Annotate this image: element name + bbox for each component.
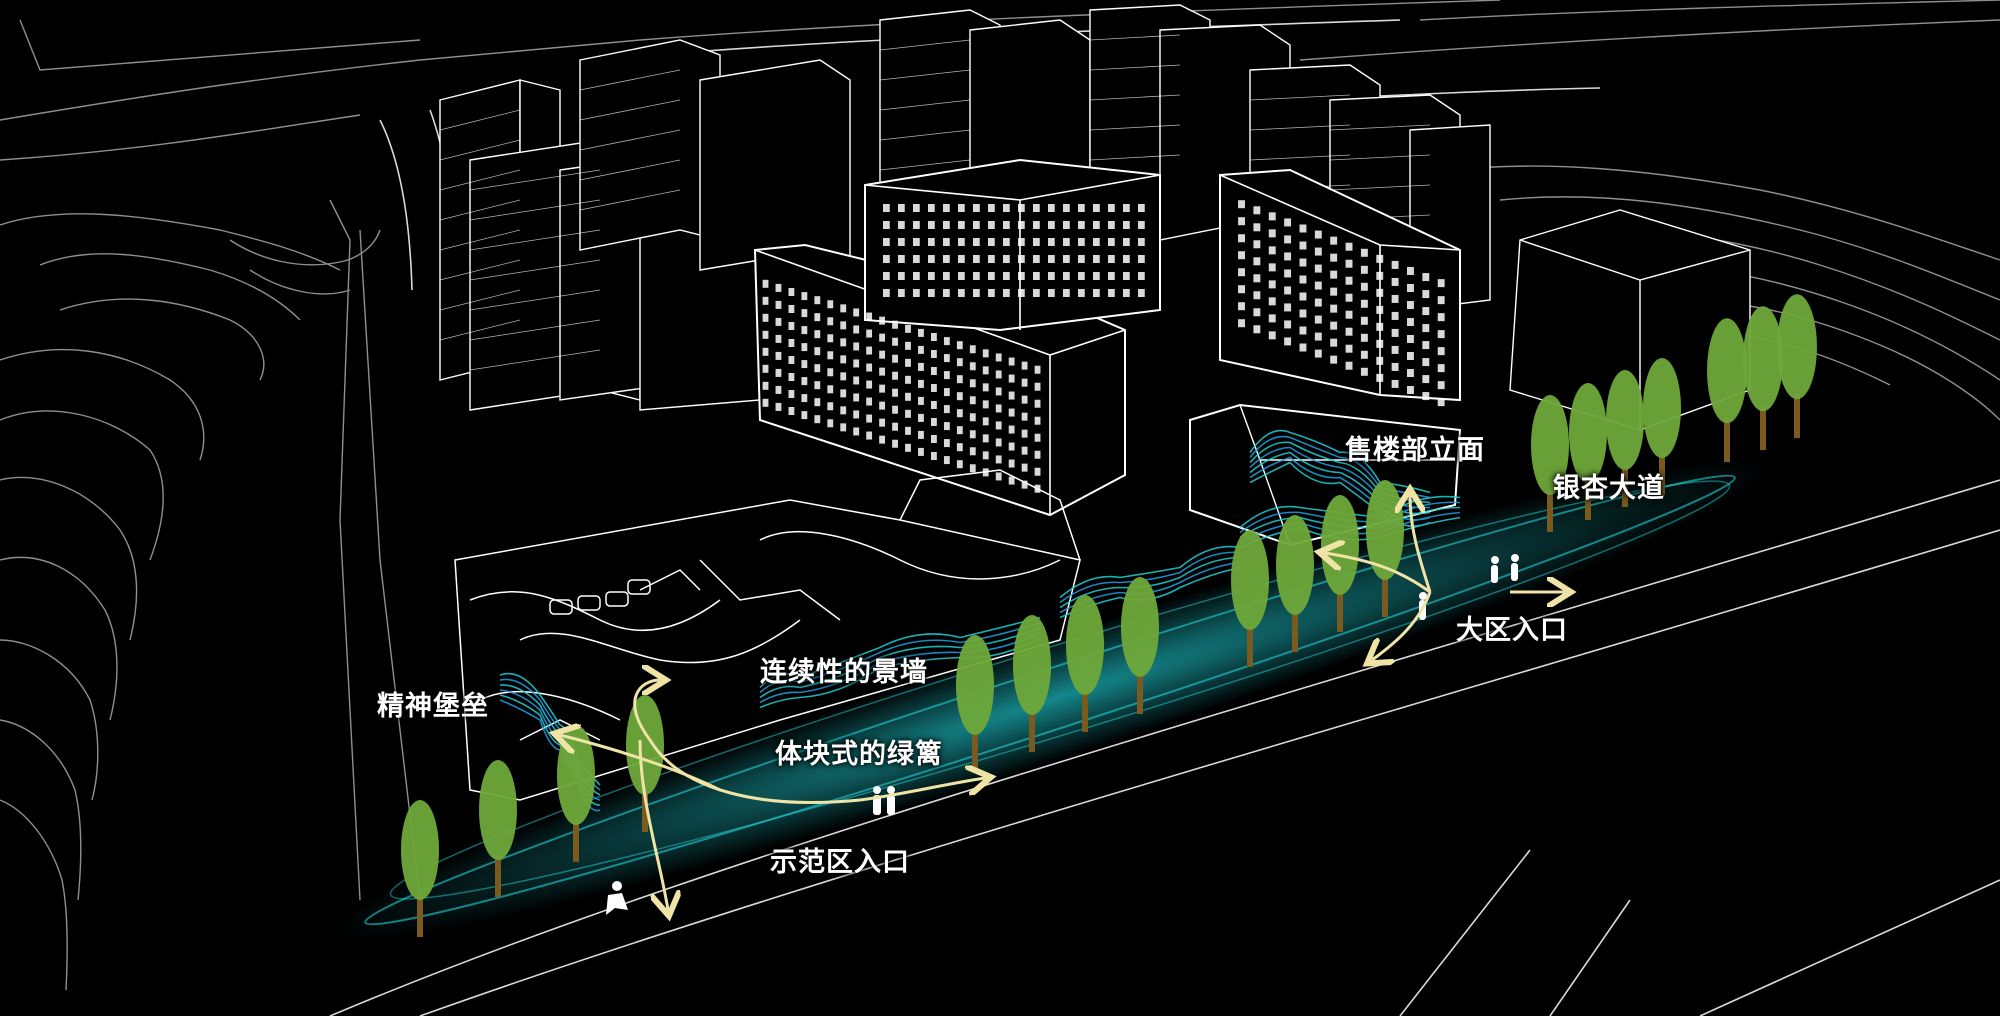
circulation-arrow xyxy=(633,680,861,804)
ginkgo-tree xyxy=(1743,306,1783,451)
ginkgo-tree xyxy=(1121,577,1159,714)
label-spirit-fortress: 精神堡垒 xyxy=(377,691,489,722)
terrain-contours xyxy=(0,0,2000,991)
circulation-arrows xyxy=(560,495,1565,910)
ginkgo-tree xyxy=(1366,480,1404,617)
ginkgo-trees xyxy=(401,294,1817,937)
circulation-arrow xyxy=(859,778,985,802)
building-window-grids xyxy=(762,200,1445,493)
circulation-arrow xyxy=(1410,495,1432,593)
background-building-floors xyxy=(439,34,1431,371)
ginkgo-tree xyxy=(479,760,517,897)
circulation-arrow xyxy=(560,735,721,792)
label-main-entrance: 大区入口 xyxy=(1456,615,1568,646)
circulation-arrow xyxy=(1372,591,1432,660)
ginkgo-tree xyxy=(1777,294,1817,439)
ginkgo-tree xyxy=(626,695,664,832)
ginkgo-tree xyxy=(1569,383,1607,520)
ginkgo-tree xyxy=(1276,515,1314,652)
ginkgo-tree xyxy=(956,635,994,772)
foreground-building-right xyxy=(1219,168,1461,402)
circulation-arrow xyxy=(1325,553,1431,594)
label-ginkgo-avenue: 银杏大道 xyxy=(1553,473,1665,504)
parked-cars xyxy=(549,579,651,615)
label-sales-facade: 售楼部立面 xyxy=(1345,435,1485,466)
label-block-hedge: 体块式的绿篱 xyxy=(775,739,943,770)
ginkgo-tree xyxy=(1066,595,1104,732)
ginkgo-tree xyxy=(1531,395,1569,532)
ginkgo-tree xyxy=(1231,530,1269,667)
ginkgo-tree xyxy=(1643,358,1681,495)
foreground-building-middle xyxy=(864,158,1161,332)
ginkgo-tree xyxy=(1707,318,1747,463)
label-continuous-wall: 连续性的景墙 xyxy=(760,657,928,688)
background-buildings xyxy=(439,4,1751,431)
ginkgo-tree xyxy=(1013,615,1051,752)
ginkgo-tree xyxy=(1606,370,1644,507)
circulation-arrow xyxy=(638,739,668,910)
label-demo-entrance: 示范区入口 xyxy=(770,847,910,878)
ginkgo-tree xyxy=(401,800,439,937)
